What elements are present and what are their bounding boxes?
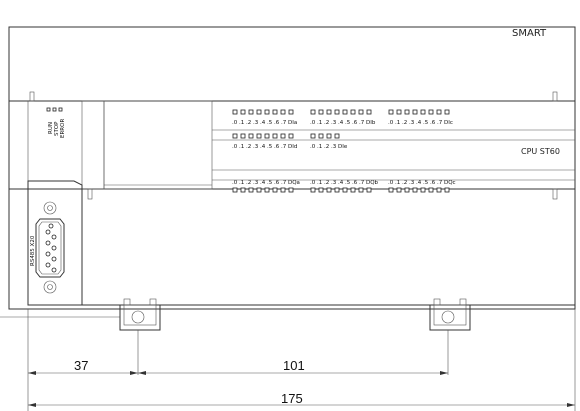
dimension-left: 37 <box>74 358 88 373</box>
din-clip-top-right <box>552 91 558 102</box>
io-led <box>436 109 442 115</box>
io-led <box>358 109 364 115</box>
io-led <box>288 109 294 115</box>
io-led <box>358 187 364 193</box>
io-led <box>272 109 278 115</box>
io-led <box>256 109 262 115</box>
input-led-row-2 <box>232 133 340 139</box>
io-led <box>396 109 402 115</box>
io-led <box>248 133 254 139</box>
io-led <box>310 187 316 193</box>
output-label-dqa: .0 .1 .2 .3 .4 .5 .6 .7 DQa <box>232 180 300 186</box>
input-label-dib: .0 .1 .2 .3 .4 .5 .6 .7 DIb <box>310 120 376 126</box>
status-label-run: RUN <box>48 122 54 134</box>
io-led <box>248 187 254 193</box>
io-led <box>444 109 450 115</box>
io-led <box>326 133 332 139</box>
io-led <box>396 187 402 193</box>
io-led <box>350 109 356 115</box>
io-led <box>428 109 434 115</box>
io-led <box>334 187 340 193</box>
io-led <box>342 187 348 193</box>
dimension-total: 175 <box>281 391 303 406</box>
io-led <box>310 109 316 115</box>
io-led <box>444 187 450 193</box>
led-error <box>58 107 63 112</box>
io-led <box>264 187 270 193</box>
io-led <box>256 133 262 139</box>
led-run <box>46 107 51 112</box>
led-stop <box>52 107 57 112</box>
model-label: CPU ST60 <box>521 147 560 156</box>
io-led <box>366 187 372 193</box>
output-label-dqc: .0 .1 .2 .3 .4 .5 .6 .7 DQc <box>388 180 456 186</box>
io-led <box>232 109 238 115</box>
output-label-dqb: .0 .1 .2 .3 .4 .5 .6 .7 DQb <box>310 180 379 186</box>
io-led <box>272 187 278 193</box>
io-led <box>420 109 426 115</box>
io-led <box>232 133 238 139</box>
io-led <box>404 187 410 193</box>
io-led <box>280 133 286 139</box>
input-label-die: .0 .1 .2 .3 DIe <box>310 144 348 150</box>
io-led <box>256 187 262 193</box>
mounting-foot-left <box>119 298 161 331</box>
output-led-row <box>232 187 450 193</box>
dimension-middle: 101 <box>283 358 305 373</box>
input-led-row-1 <box>232 109 450 115</box>
din-clip-top-left <box>29 91 35 102</box>
db9-connector <box>35 201 65 294</box>
port-housing <box>27 180 83 306</box>
io-led <box>248 109 254 115</box>
io-led <box>310 133 316 139</box>
status-label-stop: STOP <box>54 121 60 136</box>
input-label-did: .0 .1 .2 .3 .4 .5 .6 .7 DId <box>232 144 297 150</box>
io-led <box>326 187 332 193</box>
io-led <box>350 187 356 193</box>
status-panel-left <box>81 100 105 190</box>
io-led <box>326 109 332 115</box>
io-led <box>232 187 238 193</box>
io-led <box>272 133 278 139</box>
dimension-lines <box>27 309 576 411</box>
brand-label: SMART <box>512 28 547 39</box>
status-label-error: ERROR <box>60 119 66 138</box>
io-led <box>404 109 410 115</box>
din-clip-bottom-left <box>87 188 93 200</box>
io-led <box>334 133 340 139</box>
io-led <box>240 133 246 139</box>
housing-outline <box>8 26 576 310</box>
io-led <box>288 133 294 139</box>
io-led <box>264 109 270 115</box>
port-label: RS485 X20 <box>30 235 36 266</box>
io-led <box>318 133 324 139</box>
io-led <box>436 187 442 193</box>
io-led <box>280 109 286 115</box>
input-label-dia: .0 .1 .2 .3 .4 .5 .6 .7 DIa <box>232 120 297 126</box>
io-led <box>334 109 340 115</box>
io-led <box>318 109 324 115</box>
status-panel-mid <box>103 100 213 190</box>
io-led <box>366 109 372 115</box>
io-led <box>342 109 348 115</box>
io-led <box>280 187 286 193</box>
io-led <box>318 187 324 193</box>
io-led <box>288 187 294 193</box>
io-led <box>240 109 246 115</box>
io-led <box>428 187 434 193</box>
io-led <box>264 133 270 139</box>
io-led <box>388 187 394 193</box>
io-led <box>420 187 426 193</box>
io-led <box>412 109 418 115</box>
din-clip-bottom-right <box>552 188 558 200</box>
input-label-dic: .0 .1 .2 .3 .4 .5 .6 .7 DIc <box>388 120 453 126</box>
io-led <box>388 109 394 115</box>
mounting-foot-right <box>429 298 471 331</box>
io-led <box>412 187 418 193</box>
io-led <box>240 187 246 193</box>
